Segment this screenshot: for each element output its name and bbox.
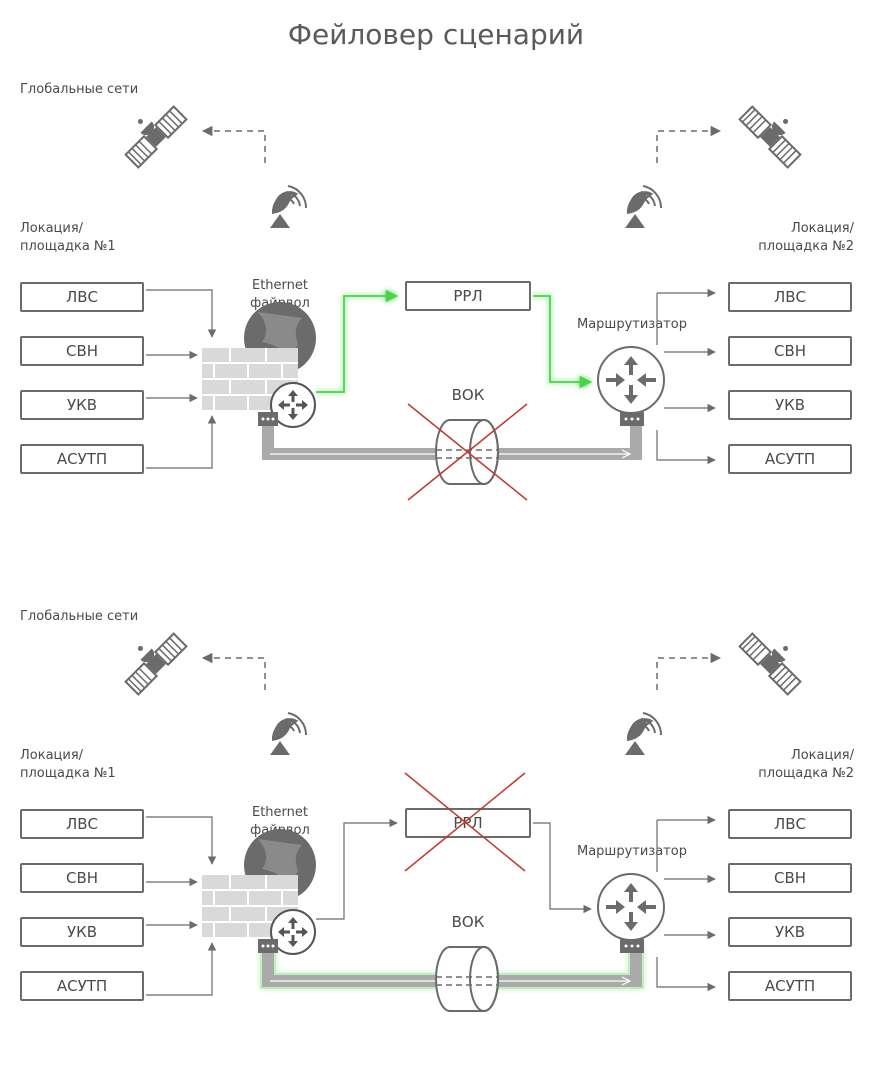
router-icon (597, 873, 665, 941)
site2-label: Локация/ площадка №2 (758, 221, 854, 254)
router-label: Маршрутизатор (577, 317, 687, 332)
left-box-asutp: АСУТП (20, 444, 144, 474)
right-box-lvs: ЛВС (728, 809, 852, 839)
site1-label: Локация/ площадка №1 (20, 748, 116, 781)
left-box-asutp: АСУТП (20, 971, 144, 1001)
scenario2-graphics (113, 621, 813, 1012)
dish-icon (268, 711, 308, 757)
vok-label: ВОК (451, 386, 485, 404)
scenario1-graphics (113, 94, 813, 501)
dish-icon (623, 184, 663, 230)
right-box-ukv: УКВ (728, 917, 852, 947)
global-networks-label: Глобальные сети (20, 82, 139, 97)
satellite-icon (738, 621, 813, 696)
vok-label: ВОК (451, 913, 485, 931)
site2-label: Локация/ площадка №2 (758, 748, 854, 781)
left-box-lvs: ЛВС (20, 282, 144, 312)
router-icon (597, 346, 665, 414)
fiber-cylinder-icon (435, 946, 499, 1012)
dish-icon (623, 711, 663, 757)
global-networks-label: Глобальные сети (20, 609, 139, 624)
left-box-svn: СВН (20, 863, 144, 893)
right-box-asutp: АСУТП (728, 971, 852, 1001)
left-box-lvs: ЛВС (20, 809, 144, 839)
left-box-ukv: УКВ (20, 917, 144, 947)
right-box-asutp: АСУТП (728, 444, 852, 474)
right-box-ukv: УКВ (728, 390, 852, 420)
satellite-icon (738, 94, 813, 169)
left-box-svn: СВН (20, 336, 144, 366)
left-box-ukv: УКВ (20, 390, 144, 420)
page-title: Фейловер сценарий (287, 18, 585, 51)
site1-label: Локация/ площадка №1 (20, 221, 116, 254)
dish-icon (268, 184, 308, 230)
satellite-icon (113, 94, 188, 169)
rrl-box: РРЛ (405, 808, 531, 838)
right-box-svn: СВН (728, 336, 852, 366)
right-box-lvs: ЛВС (728, 282, 852, 312)
rrl-box: РРЛ (405, 281, 531, 311)
router-label: Маршрутизатор (577, 844, 687, 859)
right-box-svn: СВН (728, 863, 852, 893)
satellite-icon (113, 621, 188, 696)
